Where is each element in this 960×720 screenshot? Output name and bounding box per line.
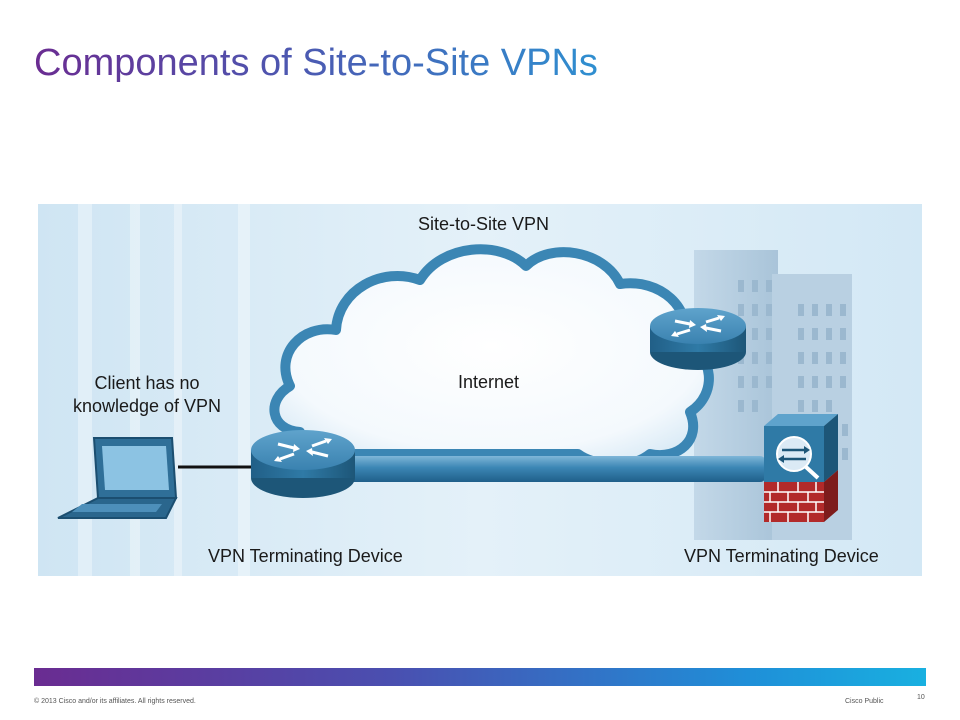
internet-label: Internet [458,372,520,392]
laptop-icon [57,437,178,519]
classification-text: Cisco Public [845,698,884,705]
left-device-label: VPN Terminating Device [208,546,403,566]
footer-gradient-bar [34,668,926,686]
left-router-icon [251,430,355,498]
vpn-tunnel [334,456,766,482]
copyright-text: © 2013 Cisco and/or its affiliates. All … [34,698,196,705]
firewall-vpn-device-icon [764,414,838,522]
right-router-icon [650,308,746,370]
diagram-title: Site-to-Site VPN [418,214,550,234]
background-columns [78,204,250,576]
client-note: Client has no knowledge of VPN [72,373,222,416]
right-device-label: VPN Terminating Device [684,546,879,566]
site-to-site-vpn-diagram: Site-to-Site VPN Internet Client has no … [38,204,922,576]
page-number: 10 [917,694,925,701]
slide-title: Components of Site-to-Site VPNs [34,42,598,84]
